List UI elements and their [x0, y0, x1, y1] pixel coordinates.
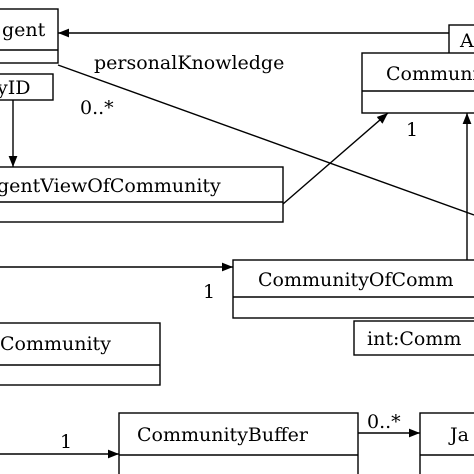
community-of-comm-class: CommunityOfComm — [232, 259, 474, 319]
int-comm-qualifier: int:Comm — [353, 320, 474, 356]
multiplicity-label: 0..* — [367, 411, 401, 433]
multiplicity-label: 1 — [60, 431, 72, 453]
int-comm-qualifier-text: int:Comm — [367, 328, 461, 350]
community-class-left-name: Community — [0, 333, 111, 355]
multiplicity-label: 1 — [406, 119, 418, 141]
association-view-to-community — [282, 112, 389, 205]
agent-view-of-community-class: gentViewOfCommunity — [0, 166, 284, 223]
agent-id-qualifier: yID — [0, 73, 54, 101]
community-class-left: Community — [0, 322, 161, 386]
agent-class: gent — [0, 8, 59, 64]
agent-view-of-community-class-name: gentViewOfCommunity — [0, 175, 221, 197]
community-class-right-name: Communi — [386, 63, 474, 85]
association-agent-to-community — [57, 64, 474, 216]
community-class-right: Communi — [361, 52, 474, 114]
community-buffer-class: CommunityBuffer — [118, 412, 359, 474]
multiplicity-label: 0..* — [80, 97, 114, 119]
ja-class-name: Ja — [448, 424, 469, 446]
ja-class: Ja — [419, 412, 474, 474]
multiplicity-label: 1 — [203, 281, 215, 303]
community-buffer-class-name: CommunityBuffer — [137, 424, 309, 446]
a-class-name: A — [459, 30, 474, 52]
community-of-comm-class-name: CommunityOfComm — [258, 269, 454, 291]
personal-knowledge-label: personalKnowledge — [94, 52, 284, 74]
agent-class-name: gent — [2, 19, 46, 41]
a-class: A — [448, 24, 474, 56]
agent-id-qualifier-text: yID — [0, 77, 30, 99]
